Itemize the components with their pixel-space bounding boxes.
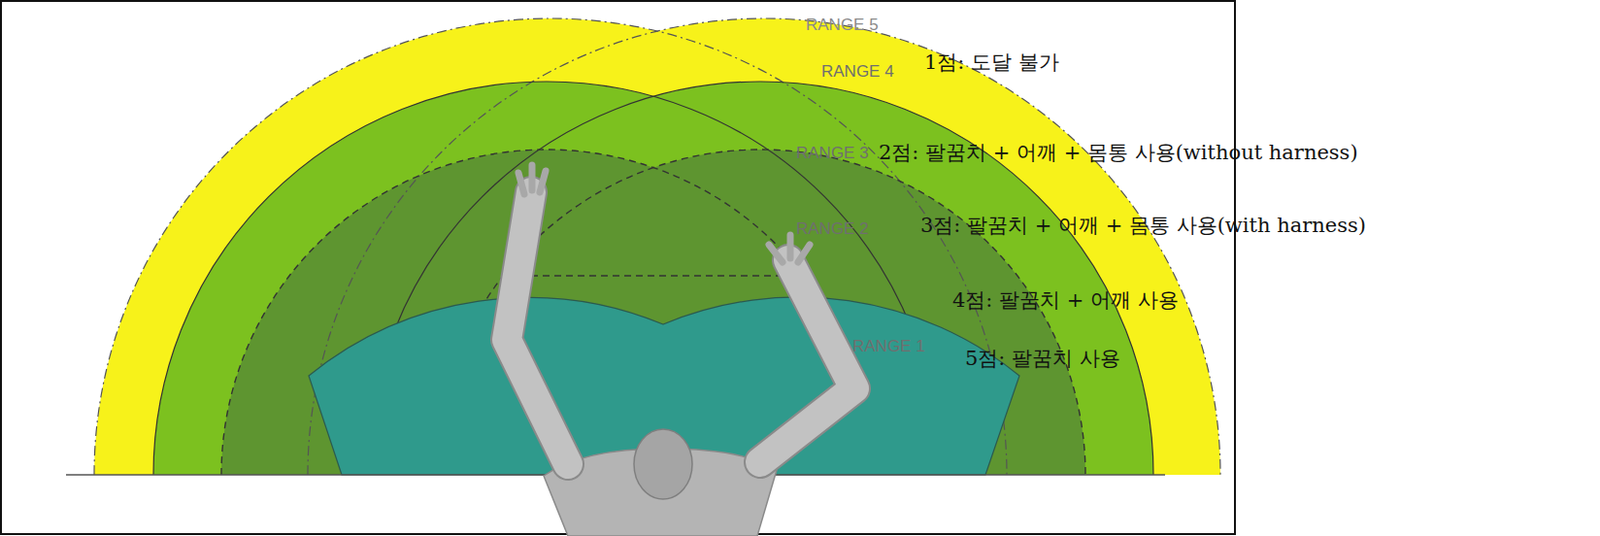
score-label: 1점: 도달 불가 (924, 50, 1060, 74)
score-label: 5점: 팔꿈치 사용 (965, 346, 1121, 370)
range-2-band (221, 149, 1086, 475)
range-label: RANGE 2 (796, 219, 869, 239)
range-4-band (94, 18, 1221, 475)
dashed-line (519, 274, 806, 276)
score-label: 2점: 팔꿈치 + 어깨 + 몸통 사용(without harness) (878, 140, 1359, 165)
score-label: 3점: 팔꿈치 + 어깨 + 몸통 사용(with harness) (920, 213, 1367, 237)
score-label: 4점: 팔꿈치 + 어깨 사용 (952, 288, 1179, 312)
range-label: RANGE 4 (821, 62, 895, 82)
range-label: RANGE 3 (796, 143, 869, 164)
range-3-band (153, 81, 1154, 475)
range-arcs (94, 18, 1221, 475)
range-label: RANGE 5 (805, 15, 879, 35)
range-label: RANGE 1 (852, 336, 926, 357)
